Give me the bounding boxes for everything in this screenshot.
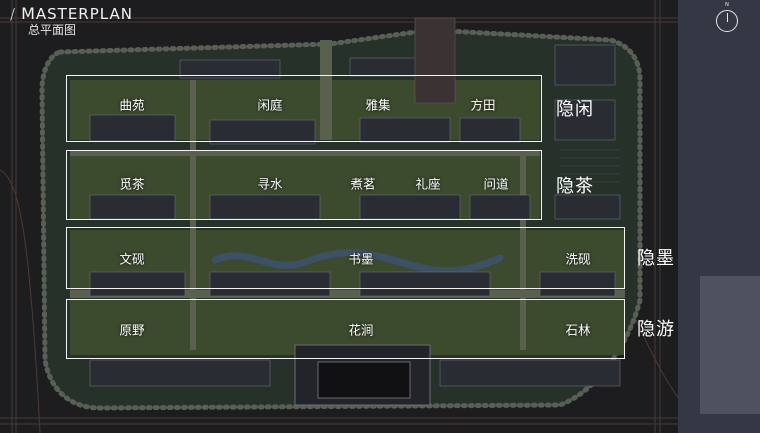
zone-heading-mo: 隐墨 bbox=[637, 248, 675, 269]
zone-label: 文砚 bbox=[119, 251, 145, 267]
north-letter: N bbox=[725, 2, 729, 8]
page-title: /MASTERPLAN bbox=[10, 4, 133, 23]
zone-heading-xian: 隐闲 bbox=[556, 99, 594, 120]
zone-label: 煮茗 bbox=[350, 176, 376, 192]
zone-box-you bbox=[66, 299, 625, 359]
title-slash: / bbox=[10, 5, 17, 23]
zone-heading-cha: 隐茶 bbox=[556, 176, 594, 197]
zone-label: 礼座 bbox=[415, 176, 441, 192]
buildings bbox=[89, 44, 621, 387]
zone-label: 石林 bbox=[565, 322, 591, 338]
zone-box-xian bbox=[66, 75, 542, 142]
zone-label: 曲苑 bbox=[119, 97, 145, 113]
entrance-plaza bbox=[414, 17, 456, 104]
zone-label: 原野 bbox=[119, 322, 145, 338]
side-gray-block bbox=[700, 276, 760, 414]
north-arrow-icon: N bbox=[716, 2, 738, 32]
walkways bbox=[70, 40, 625, 350]
zone-label: 方田 bbox=[470, 97, 496, 113]
tree-ring bbox=[39, 27, 643, 411]
zone-label: 觅茶 bbox=[119, 176, 145, 192]
water-feature bbox=[211, 249, 504, 275]
zone-label: 寻水 bbox=[257, 176, 283, 192]
zone-heading-you: 隐游 bbox=[637, 319, 675, 340]
zone-label: 雅集 bbox=[365, 97, 391, 113]
title-rest: ASTERPLAN bbox=[35, 5, 133, 23]
zone-label: 花涧 bbox=[348, 322, 374, 338]
road-lines bbox=[0, 0, 680, 433]
zone-label: 问道 bbox=[483, 176, 509, 192]
zone-label: 书墨 bbox=[348, 251, 374, 267]
zone-box-cha bbox=[66, 150, 542, 220]
zone-label: 闲庭 bbox=[257, 97, 283, 113]
page-subtitle: 总平面图 bbox=[28, 23, 77, 37]
zone-label: 洗砚 bbox=[565, 251, 591, 267]
parking bbox=[560, 149, 620, 183]
zone-box-mo bbox=[66, 227, 625, 289]
title-initial: M bbox=[21, 4, 36, 23]
